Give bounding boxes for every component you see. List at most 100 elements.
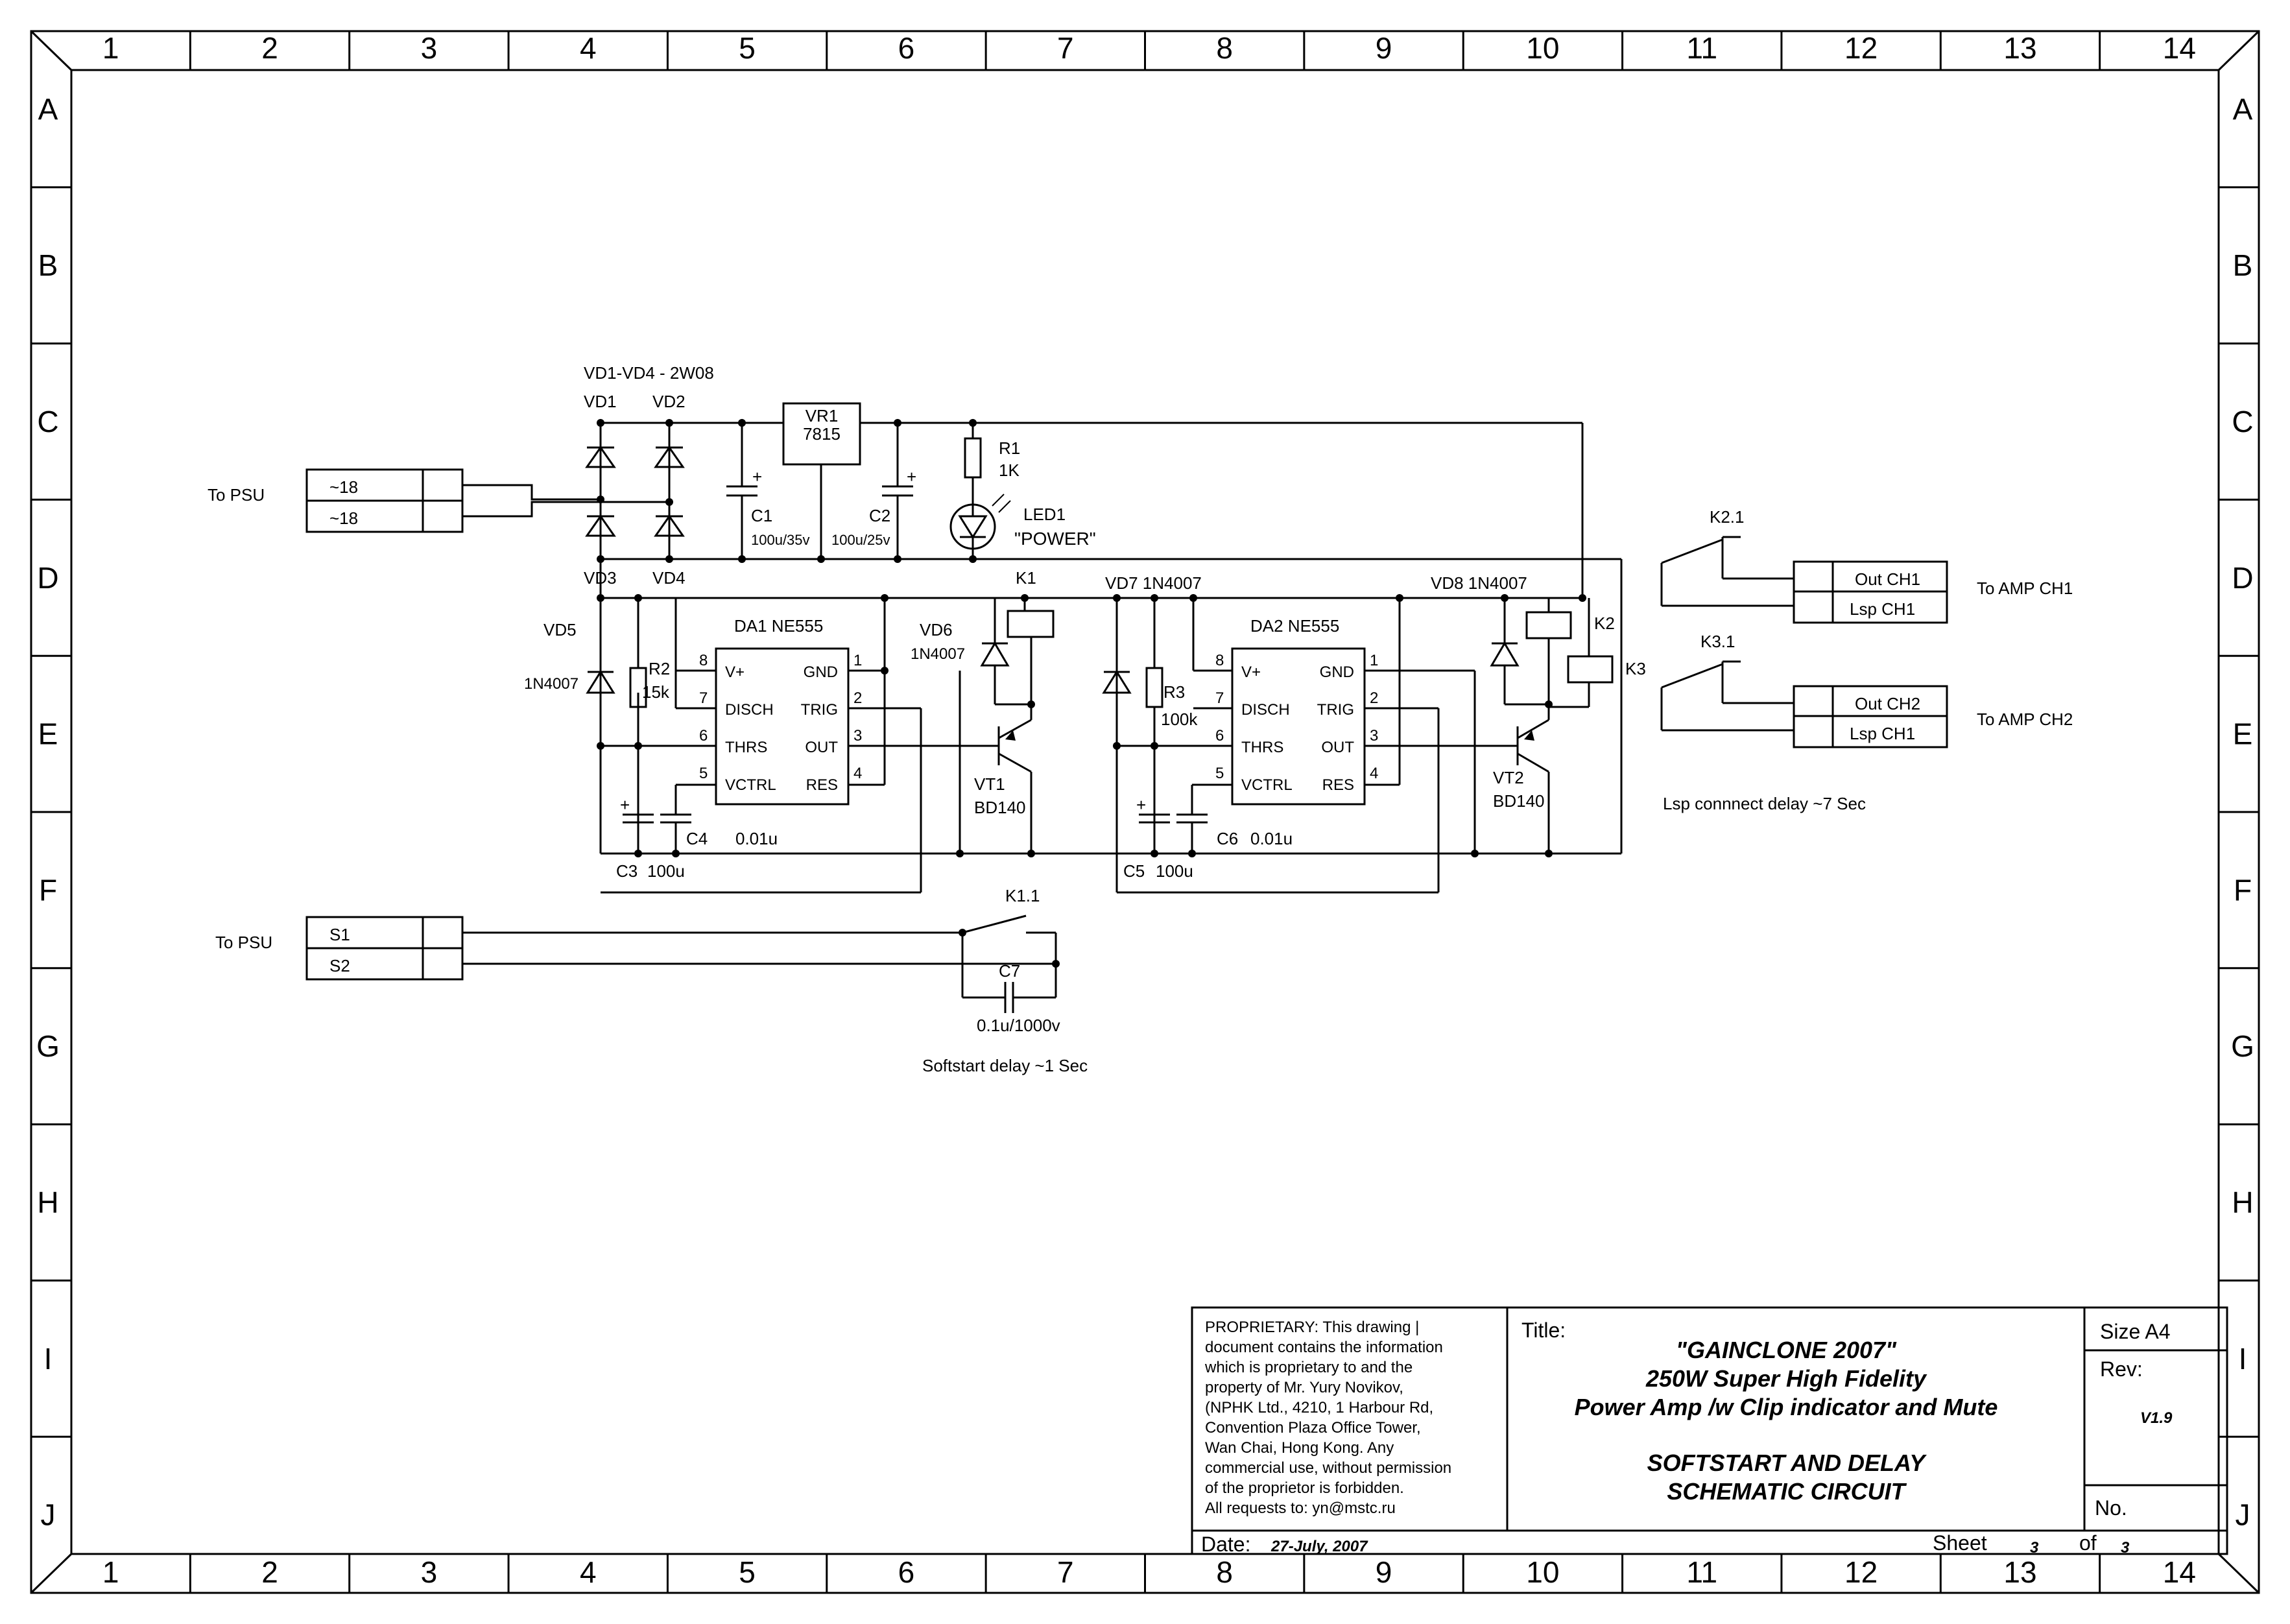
- vr1-regulator: VR1 7815: [782, 402, 861, 559]
- title-block: PROPRIETARY: This drawing | document cont…: [1191, 1306, 2228, 1557]
- sheets-value: 3: [2121, 1539, 2130, 1557]
- frame-column-bottom-1: 1: [102, 1555, 119, 1589]
- frame-column-bottom-4: 4: [580, 1555, 597, 1589]
- out-ch1-connector: Out CH1 Lsp CH1 To AMP CH1: [1793, 560, 2073, 624]
- frame-column-top-7: 7: [1057, 31, 1074, 65]
- k11-contact: K1.1: [462, 886, 1060, 968]
- c2-value: 100u/25v: [831, 532, 890, 548]
- c2-capacitor: + C2 100u/25v: [831, 423, 916, 559]
- da2-wiring: [1365, 598, 1518, 857]
- k11-ref: K1.1: [1005, 886, 1040, 905]
- da1-pin-res: RES: [806, 776, 838, 794]
- psu-input-connector: To PSU ~18 ~18: [208, 468, 464, 533]
- vd6-ref: VD6: [920, 620, 953, 639]
- sheet-value: 3: [2030, 1539, 2039, 1557]
- c3-capacitor: + C3 100u: [616, 795, 685, 881]
- frame-column-bottom-2: 2: [261, 1555, 278, 1589]
- vt1-ref: VT1: [974, 774, 1005, 794]
- frame-row-left-B: B: [38, 248, 58, 282]
- da2-ne555: DA2 NE555 V+ DISCH THRS VCTRL GND TRIG O…: [1215, 616, 1378, 806]
- da2-pin-gnd: GND: [1320, 663, 1354, 681]
- k31-contact: K3.1: [1660, 632, 1794, 732]
- title-line-2: 250W Super High Fidelity: [1645, 1365, 1927, 1392]
- psu-soft-pin-1: S1: [329, 925, 350, 944]
- title-label: Title:: [1521, 1319, 1566, 1342]
- frame-row-right-G: G: [2231, 1029, 2254, 1063]
- frame-row-left-J: J: [41, 1498, 56, 1532]
- da1-num-1: 1: [853, 652, 862, 669]
- no-label: No.: [2095, 1496, 2127, 1520]
- date-value: 27-July, 2007: [1270, 1538, 1368, 1555]
- da2-pin-vplus: V+: [1241, 663, 1261, 681]
- vd6-part: 1N4007: [911, 645, 965, 663]
- psu-input-label: To PSU: [208, 485, 265, 505]
- frame-column-bottom-8: 8: [1216, 1555, 1233, 1589]
- da1-pin-vctrl: VCTRL: [725, 776, 776, 794]
- psu-input-pin-2: ~18: [329, 508, 358, 528]
- da2-num-1: 1: [1370, 652, 1378, 669]
- c6-value: 0.01u: [1250, 829, 1293, 848]
- da1-num-6: 6: [699, 727, 708, 745]
- k21-ref: K2.1: [1710, 507, 1745, 527]
- da1-num-4: 4: [853, 765, 862, 782]
- vt1-part: BD140: [974, 798, 1026, 817]
- c6-ref: C6: [1217, 829, 1238, 848]
- lsp-delay-note: Lsp connnect delay ~7 Sec: [1663, 794, 1866, 813]
- vd7-ref: VD7 1N4007: [1105, 573, 1202, 593]
- da2-pin-thrs: THRS: [1241, 739, 1283, 756]
- r1-ref: R1: [999, 438, 1020, 458]
- wires-input: [462, 484, 669, 518]
- c7-capacitor: C7 0.1u/1000v: [961, 933, 1060, 1035]
- k2-ref: K2: [1594, 614, 1615, 633]
- proprietary-line: of the proprietor is forbidden.: [1205, 1479, 1404, 1497]
- frame-column-top-9: 9: [1376, 31, 1392, 65]
- vd2-label: VD2: [652, 392, 686, 411]
- proprietary-line: which is proprietary to and the: [1204, 1359, 1413, 1376]
- frame-column-bottom-5: 5: [739, 1555, 756, 1589]
- frame-column-bottom-7: 7: [1057, 1555, 1074, 1589]
- vt1-transistor: VT1 BD140: [974, 704, 1035, 857]
- psu-soft-label: To PSU: [215, 933, 272, 952]
- da1-num-2: 2: [853, 689, 862, 707]
- proprietary-notice: PROPRIETARY: This drawing | document cont…: [1204, 1319, 1451, 1517]
- vd3-diode: [585, 514, 616, 537]
- da2-num-5: 5: [1215, 765, 1224, 782]
- title-line-1: "GAINCLONE 2007": [1676, 1337, 1897, 1363]
- vd1-diode: [585, 446, 616, 468]
- frame-column-bottom-14: 14: [2163, 1555, 2196, 1589]
- softstart-delay-note: Softstart delay ~1 Sec: [922, 1056, 1088, 1075]
- k31-ref: K3.1: [1700, 632, 1735, 651]
- da2-num-4: 4: [1370, 765, 1378, 782]
- frame-row-left-F: F: [39, 873, 57, 907]
- frame-column-bottom-10: 10: [1526, 1555, 1559, 1589]
- psu-softstart-connector: To PSU S1 S2: [215, 916, 464, 981]
- frame-row-right-F: F: [2234, 873, 2252, 907]
- vd4-diode: [654, 514, 685, 537]
- out-ch2-pin-1: Out CH2: [1855, 694, 1920, 713]
- da1-pin-trig: TRIG: [801, 701, 838, 719]
- c5-plus: +: [1136, 795, 1146, 815]
- frame-column-top-1: 1: [102, 31, 119, 65]
- out-ch1-label: To AMP CH1: [1977, 579, 2073, 598]
- c1-plus: +: [752, 467, 762, 486]
- subtitle-line-2: SCHEMATIC CIRCUIT: [1667, 1478, 1907, 1505]
- proprietary-line: (NPHK Ltd., 4210, 1 Harbour Rd,: [1205, 1399, 1433, 1416]
- frame-row-left-I: I: [44, 1342, 53, 1376]
- vr1-part: 7815: [803, 424, 841, 444]
- proprietary-line: PROPRIETARY: This drawing |: [1205, 1319, 1419, 1336]
- r3-ref: R3: [1163, 682, 1185, 702]
- r2-value: 15k: [642, 682, 670, 702]
- da2-num-3: 3: [1370, 727, 1378, 745]
- frame-column-top-14: 14: [2163, 31, 2196, 65]
- frame-column-bottom-6: 6: [898, 1555, 915, 1589]
- da1-num-8: 8: [699, 652, 708, 669]
- led1-ref: LED1: [1023, 505, 1066, 524]
- da1-pin-vplus: V+: [725, 663, 745, 681]
- title-line-3: Power Amp /w Clip indicator and Mute: [1575, 1394, 1998, 1420]
- c4-capacitor: C4 0.01u: [660, 783, 778, 857]
- k2-relay-coil: K2: [1525, 598, 1615, 708]
- proprietary-line: document contains the information: [1205, 1339, 1443, 1356]
- of-label: of: [2079, 1531, 2097, 1555]
- frame-column-top-13: 13: [2003, 31, 2036, 65]
